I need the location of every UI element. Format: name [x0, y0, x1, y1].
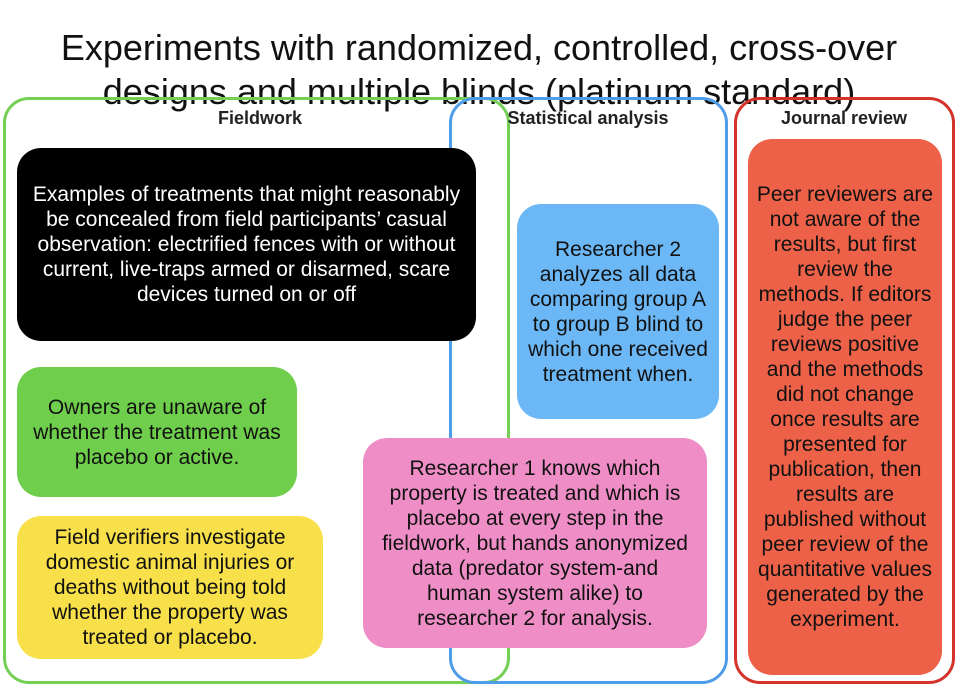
researcher-1-text: Researcher 1 knows which property is tre… [382, 456, 688, 630]
journal-review-label: Journal review [780, 108, 908, 128]
fieldwork-frame [3, 97, 510, 684]
treatments-text: Examples of treatments that might reason… [32, 183, 461, 306]
title-line-2: designs and multiple blinds (platinum st… [102, 71, 856, 113]
researcher-2-text: Researcher 2 analyzes all data comparing… [528, 237, 708, 386]
researcher-2-box: Researcher 2 analyzes all data comparing… [517, 204, 719, 419]
statistical-analysis-label: Statistical analysis [507, 108, 669, 128]
fieldwork-label: Fieldwork [217, 108, 302, 128]
treatments-box: Examples of treatments that might reason… [17, 148, 476, 341]
field-verifiers-text: Field verifiers investigate domestic ani… [45, 526, 295, 649]
peer-review-text: Peer reviewers are not aware of the resu… [756, 183, 934, 631]
owners-text: Owners are unaware of whether the treatm… [33, 395, 281, 469]
researcher-1-box: Researcher 1 knows which property is tre… [363, 438, 707, 648]
statistical-analysis-frame [449, 97, 728, 684]
owners-box: Owners are unaware of whether the treatm… [17, 367, 297, 497]
diagram-title: Experiments with randomized, controlled,… [0, 26, 958, 114]
peer-review-box: Peer reviewers are not aware of the resu… [748, 139, 942, 675]
field-verifiers-box: Field verifiers investigate domestic ani… [17, 516, 323, 659]
journal-review-frame [734, 97, 955, 684]
title-line-1: Experiments with randomized, controlled,… [60, 27, 898, 69]
